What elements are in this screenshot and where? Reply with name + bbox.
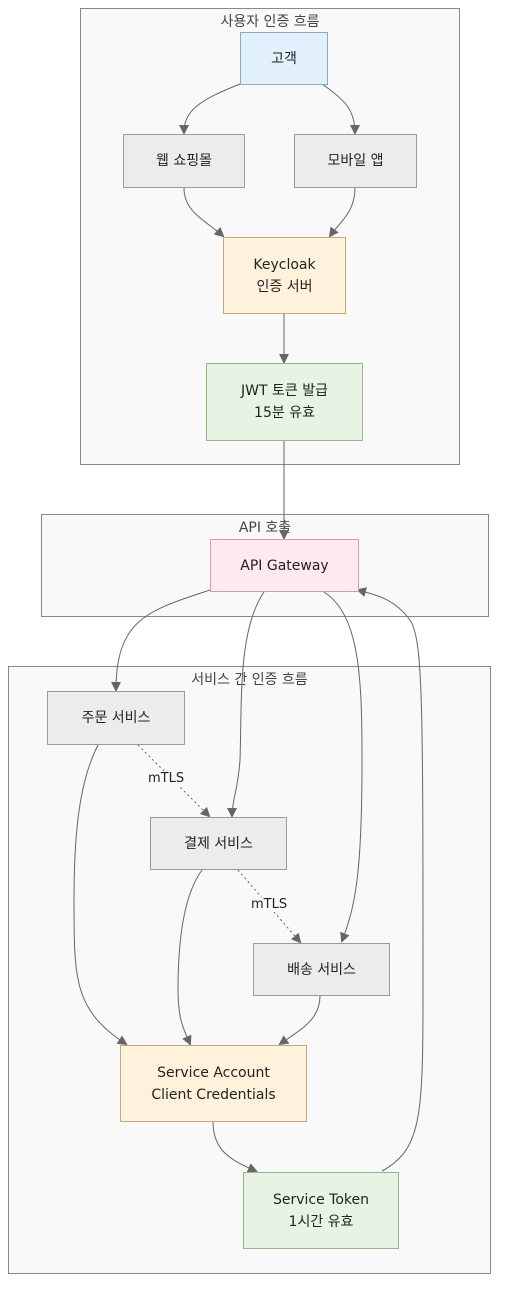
node-jwt: JWT 토큰 발급 15분 유효	[206, 363, 363, 441]
node-label: Client Credentials	[151, 1086, 276, 1103]
edge-web-keycloak	[183, 187, 225, 238]
cluster-title: 서비스 간 인증 흐름	[191, 672, 308, 688]
edge-mobile-keycloak	[328, 187, 356, 238]
edge-payment-delivery	[237, 869, 302, 944]
edge-label-mtls-payment-delivery: mTLS	[249, 897, 290, 912]
edge-account-token	[212, 1121, 258, 1173]
edge-token-gateway	[356, 587, 424, 1172]
node-service-account: Service Account Client Credentials	[120, 1045, 307, 1122]
node-label: 모바일 앱	[327, 153, 384, 169]
node-order-service: 주문 서비스	[47, 691, 185, 745]
node-label: 결제 서비스	[184, 835, 253, 852]
edge-delivery-account	[278, 995, 321, 1046]
node-mobile-app: 모바일 앱	[294, 134, 417, 188]
cluster-title: 사용자 인증 흐름	[220, 14, 320, 30]
node-label: API Gateway	[240, 557, 329, 574]
node-payment-service: 결제 서비스	[150, 817, 287, 870]
edge-label-mtls-order-payment: mTLS	[146, 771, 187, 786]
node-delivery-service: 배송 서비스	[253, 943, 390, 996]
node-label: 주문 서비스	[81, 710, 151, 726]
node-label: 고객	[271, 50, 297, 67]
node-label: Service Token	[272, 1191, 370, 1208]
edge-gateway-payment	[227, 591, 265, 818]
edge-customer-mobile	[321, 83, 360, 135]
node-keycloak: Keycloak 인증 서버	[223, 237, 346, 314]
node-label: JWT 토큰 발급	[241, 383, 328, 399]
edge-gateway-order	[111, 589, 211, 692]
node-label: 15분 유효	[254, 405, 315, 421]
edge-payment-account	[177, 869, 203, 1046]
node-web-shop: 웹 쇼핑몰	[123, 134, 245, 188]
cluster-api-call: API 호출	[41, 514, 489, 617]
node-api-gateway: API Gateway	[210, 539, 359, 592]
node-label: 웹 쇼핑몰	[156, 153, 212, 169]
node-customer: 고객	[240, 32, 328, 85]
cluster-title: API 호출	[238, 520, 292, 536]
node-label: Service Account	[157, 1064, 270, 1081]
edge-order-account	[73, 744, 128, 1046]
node-label: 배송 서비스	[287, 961, 356, 978]
node-service-token: Service Token 1시간 유효	[243, 1172, 399, 1249]
node-label: 인증 서버	[256, 278, 313, 295]
edge-customer-web	[179, 83, 241, 135]
edge-gateway-delivery	[323, 591, 363, 943]
node-label: Keycloak	[253, 256, 316, 273]
node-label: 1시간 유효	[288, 1213, 354, 1230]
